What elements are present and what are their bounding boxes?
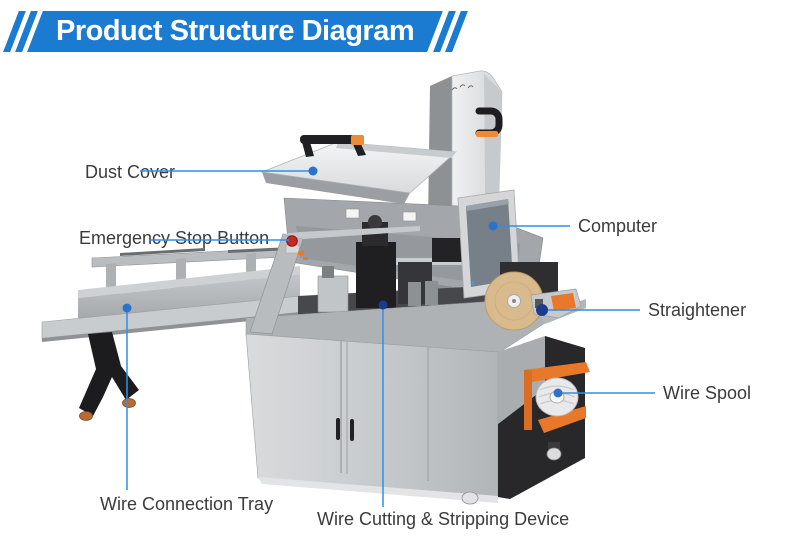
emergency-stop-part	[285, 235, 308, 260]
label-straightener: Straightener	[648, 300, 747, 320]
label-wire-connection-tray: Wire Connection Tray	[100, 494, 274, 514]
leader-lines	[126, 170, 655, 507]
chute-part	[427, 70, 503, 291]
leader-dot	[308, 166, 318, 176]
cardboard-spool-part	[484, 262, 558, 331]
label-dust-cover: Dust Cover	[85, 162, 176, 182]
label-wire-spool: Wire Spool	[663, 383, 752, 403]
leader-dot	[122, 303, 132, 313]
feed-tray-part	[41, 246, 303, 342]
leader-dot	[488, 221, 498, 231]
cutting-device-part	[298, 215, 522, 318]
straightener-part	[530, 288, 586, 324]
tray-leg-part	[79, 332, 139, 421]
title-banner: Product Structure Diagram	[2, 11, 468, 52]
chute-handle-part	[475, 107, 503, 137]
dust-cover-handle-part	[300, 135, 366, 157]
cabinet-part	[245, 333, 585, 505]
label-computer: Computer	[578, 216, 658, 236]
dust-cover-part	[260, 135, 457, 204]
wire-spool-part	[524, 362, 590, 433]
leader-dot	[536, 304, 548, 316]
leader-dots	[122, 166, 563, 398]
label-wire-cutting-stripping-device: Wire Cutting & Stripping Device	[317, 509, 570, 529]
leader-dot	[553, 388, 563, 398]
label-emergency-stop-button: Emergency Stop Button	[79, 228, 270, 248]
deck-part	[245, 297, 557, 353]
page-title: Product Structure Diagram	[56, 15, 415, 47]
hopper-interior-part	[283, 197, 544, 301]
leader-dot	[378, 300, 388, 310]
banner-plate: Product Structure Diagram	[27, 11, 444, 52]
frame-post-part	[249, 226, 420, 335]
computer-monitor-part	[457, 189, 521, 299]
